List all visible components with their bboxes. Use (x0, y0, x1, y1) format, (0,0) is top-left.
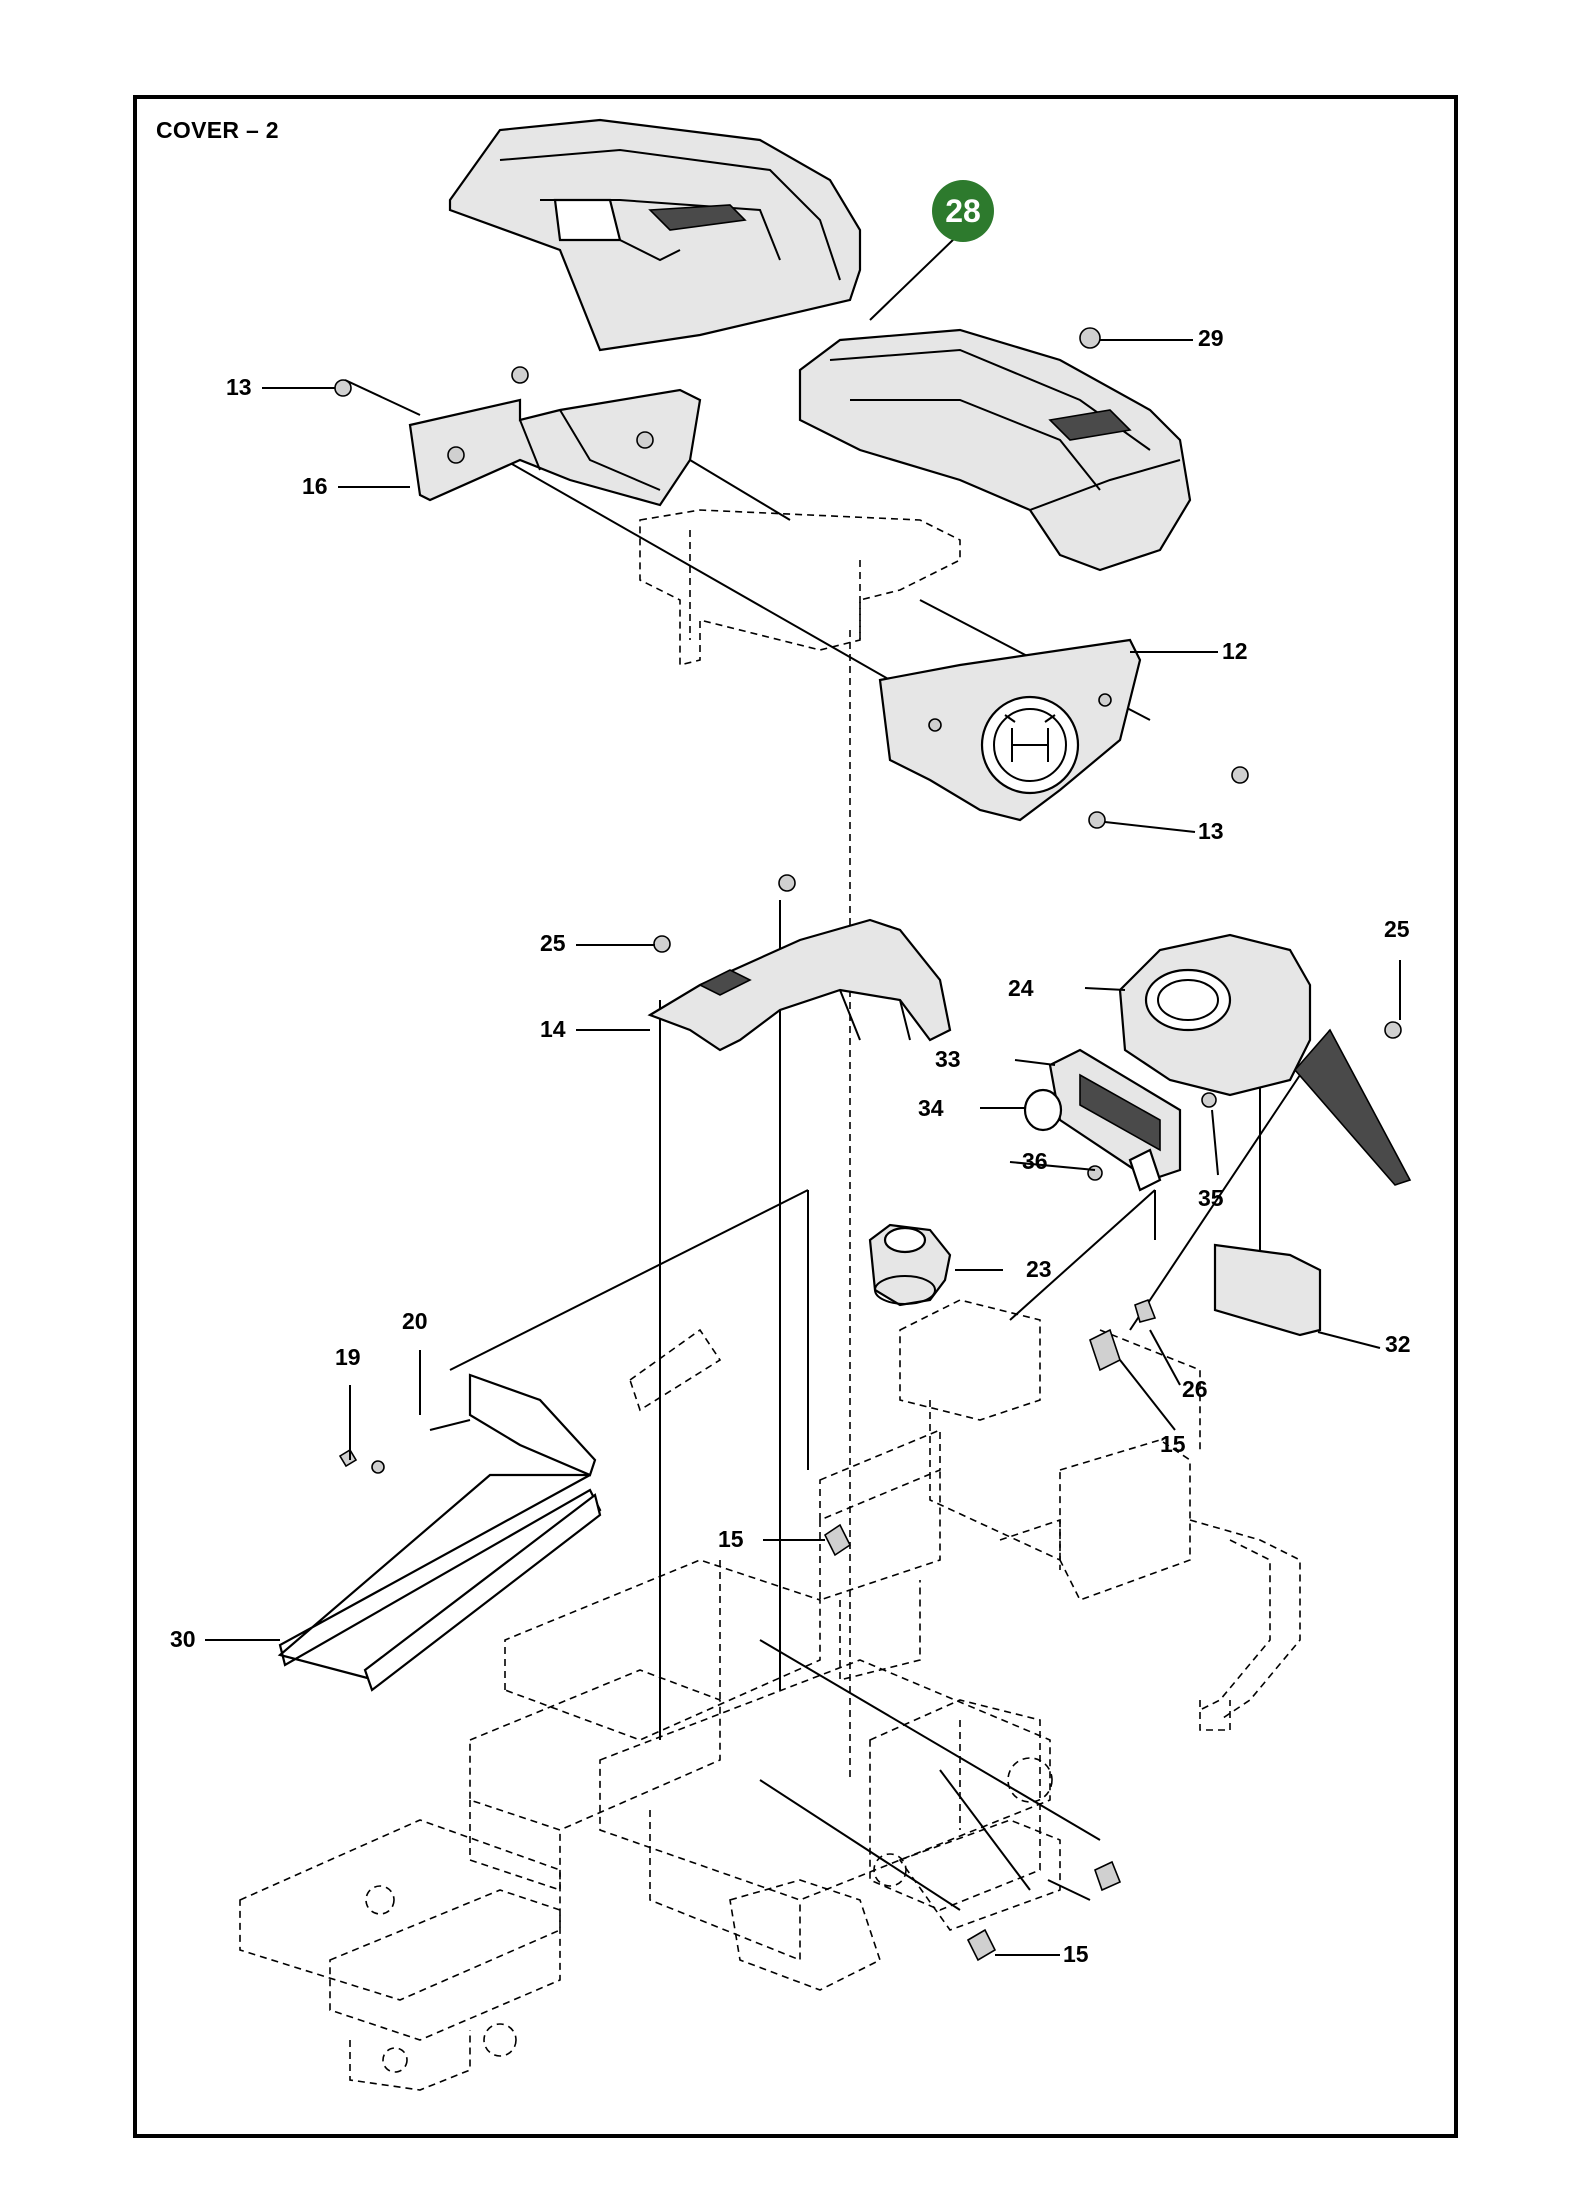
assembly-lines (344, 379, 1331, 1911)
callout-30[interactable]: 30 (170, 1626, 196, 1652)
frame-part (239, 509, 1301, 2091)
switch-part (1023, 1048, 1182, 1192)
callout-15-right[interactable]: 15 (1160, 1431, 1186, 1457)
callout-15-middle[interactable]: 15 (718, 1526, 744, 1552)
drawing-border (133, 95, 1458, 2138)
callout-20[interactable]: 20 (402, 1308, 428, 1334)
callout-12[interactable]: 12 (1222, 638, 1248, 664)
callout-15-bottom[interactable]: 15 (1063, 1941, 1089, 1967)
page-title: COVER – 2 (156, 117, 279, 143)
callout-36[interactable]: 36 (1022, 1148, 1048, 1174)
boot-part (868, 1223, 952, 1307)
callout-25-right[interactable]: 25 (1384, 916, 1410, 942)
callout-34[interactable]: 34 (918, 1095, 944, 1121)
callout-33[interactable]: 33 (935, 1046, 961, 1072)
callout-leaders (205, 236, 1401, 1956)
highlighted-part-badge[interactable]: 28 (932, 180, 994, 242)
knob-housing-part (1118, 933, 1412, 1186)
console-part (647, 918, 952, 1052)
panel-part (277, 1373, 602, 1692)
callout-16[interactable]: 16 (302, 473, 328, 499)
callout-32[interactable]: 32 (1385, 1331, 1411, 1357)
callout-24[interactable]: 24 (1008, 975, 1034, 1001)
callout-35[interactable]: 35 (1198, 1185, 1224, 1211)
top-cover-part (448, 118, 862, 352)
callout-25-left[interactable]: 25 (540, 930, 566, 956)
callout-13-upper[interactable]: 13 (226, 374, 252, 400)
callout-19[interactable]: 19 (335, 1344, 361, 1370)
rear-cover-part (798, 328, 1192, 572)
callout-23[interactable]: 23 (1026, 1256, 1052, 1282)
pad-part (1213, 1243, 1322, 1337)
hardware-parts (334, 327, 1402, 1962)
bracket-part (408, 388, 702, 507)
callout-26[interactable]: 26 (1182, 1376, 1208, 1402)
callout-13-lower[interactable]: 13 (1198, 818, 1224, 844)
logo-cover-part (878, 638, 1142, 822)
callout-29[interactable]: 29 (1198, 325, 1224, 351)
callout-14[interactable]: 14 (540, 1016, 566, 1042)
